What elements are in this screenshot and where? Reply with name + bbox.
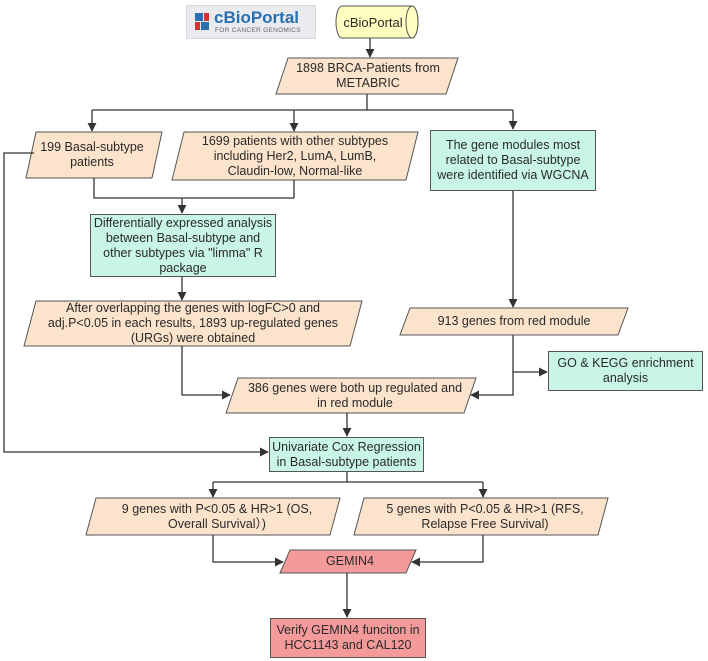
edge-basal-cox: [3, 152, 269, 457]
node-go: GO & KEGG enrichment analysis: [548, 351, 703, 391]
logo-wordmark: cBioPortal: [214, 8, 300, 27]
edge-basal-merge: [93, 178, 294, 199]
logo-tagline: FOR CANCER GENOMICS: [215, 27, 301, 34]
node-gemin-shape: [279, 549, 417, 574]
node-cox: Univariate Cox Regression in Basal-subty…: [269, 437, 424, 472]
edge-os-gemin: [212, 535, 284, 567]
node-red-shape: [399, 307, 629, 336]
cbioportal-logo: cBioPortal FOR CANCER GENOMICS: [186, 5, 316, 39]
node-os-shape: [85, 497, 341, 536]
node-wgcna: The gene modules most related to Basal-s…: [430, 130, 596, 191]
node-urgs-shape: [23, 300, 363, 347]
node-both-shape: [225, 377, 477, 414]
edge-rfs-gemin: [411, 535, 484, 567]
node-source-shape: [335, 5, 419, 39]
node-rfs-shape: [353, 497, 609, 536]
node-diffexp: Differentially expressed analysis betwee…: [90, 214, 276, 277]
cbioportal-logo-icon: [195, 13, 209, 30]
node-verify: Verify GEMIN4 funciton in HCC1143 and CA…: [270, 618, 426, 658]
node-other-shape: [171, 131, 419, 181]
node-basal-shape: [25, 131, 163, 179]
node-brca-shape: [275, 57, 459, 95]
edge-urgs-both: [181, 346, 231, 400]
edge-red-both: [470, 335, 514, 400]
